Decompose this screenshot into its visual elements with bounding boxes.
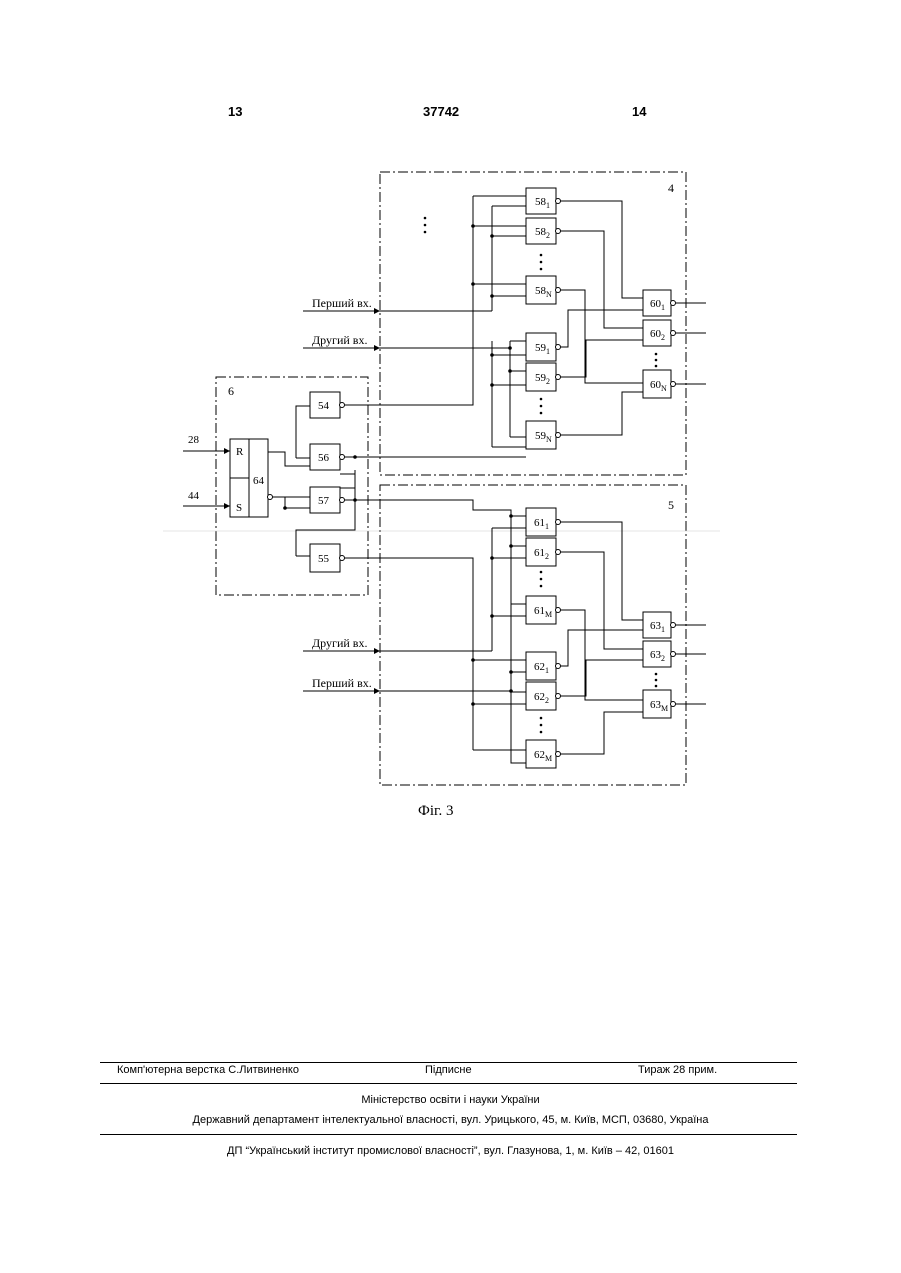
wire-64-56 [268,452,310,466]
label-55: 55 [318,553,330,565]
input-28-label: 28 [188,434,200,446]
label-62-1: 621 [534,661,549,675]
label-62-m: 62M [534,749,552,763]
block-6-border [216,377,368,595]
label-60-n: 60N [650,379,667,393]
footer-department: Державний департамент інтелектуальної вл… [0,1114,901,1126]
label-57: 57 [318,495,330,507]
input-44-label: 44 [188,490,200,502]
label-59-1: 591 [535,342,550,356]
label-56: 56 [318,452,330,464]
label-second-input-upper: Другий вх. [312,333,367,347]
label-63-m: 63M [650,699,668,713]
label-58-2: 582 [535,226,550,240]
footer-circulation: Тираж 28 прим. [638,1064,717,1076]
trigger-s-label: S [236,502,242,514]
label-54: 54 [318,400,330,412]
footer-ministry: Міністерство освіти і науки України [0,1094,901,1106]
block-label-4: 4 [668,181,674,195]
label-62-2: 622 [534,691,549,705]
label-58-1: 581 [535,196,550,210]
label-60-1: 601 [650,298,665,312]
label-60-2: 602 [650,328,665,342]
label-61-m: 61M [534,605,552,619]
trigger-label: 64 [253,475,265,487]
footer-rule-bottom [100,1134,797,1135]
wire-loop-54 [296,406,310,458]
label-61-2: 612 [534,547,549,561]
wire-55-out [345,558,473,750]
block-label-5: 5 [668,498,674,512]
footer-institute: ДП “Український інститут промислової вла… [0,1145,901,1157]
footer-rule-mid [100,1083,797,1084]
label-second-input-lower: Другий вх. [312,636,367,650]
label-63-1: 631 [650,620,665,634]
wire-57-out [345,500,526,763]
footer-typesetting: Комп'ютерна верстка С.Литвиненко [117,1064,299,1076]
label-58-n: 58N [535,285,552,299]
label-59-n: 59N [535,430,552,444]
figure-caption: Фіг. 3 [418,803,453,820]
trigger-r-label: R [236,446,244,458]
label-first-input-upper: Перший вх. [312,296,372,310]
footer-signed: Підписне [425,1064,472,1076]
label-59-2: 592 [535,372,550,386]
label-61-1: 611 [534,517,549,531]
label-first-input-lower: Перший вх. [312,676,372,690]
footer-rule-top [100,1062,797,1063]
block-label-6: 6 [228,384,234,398]
label-63-2: 632 [650,649,665,663]
